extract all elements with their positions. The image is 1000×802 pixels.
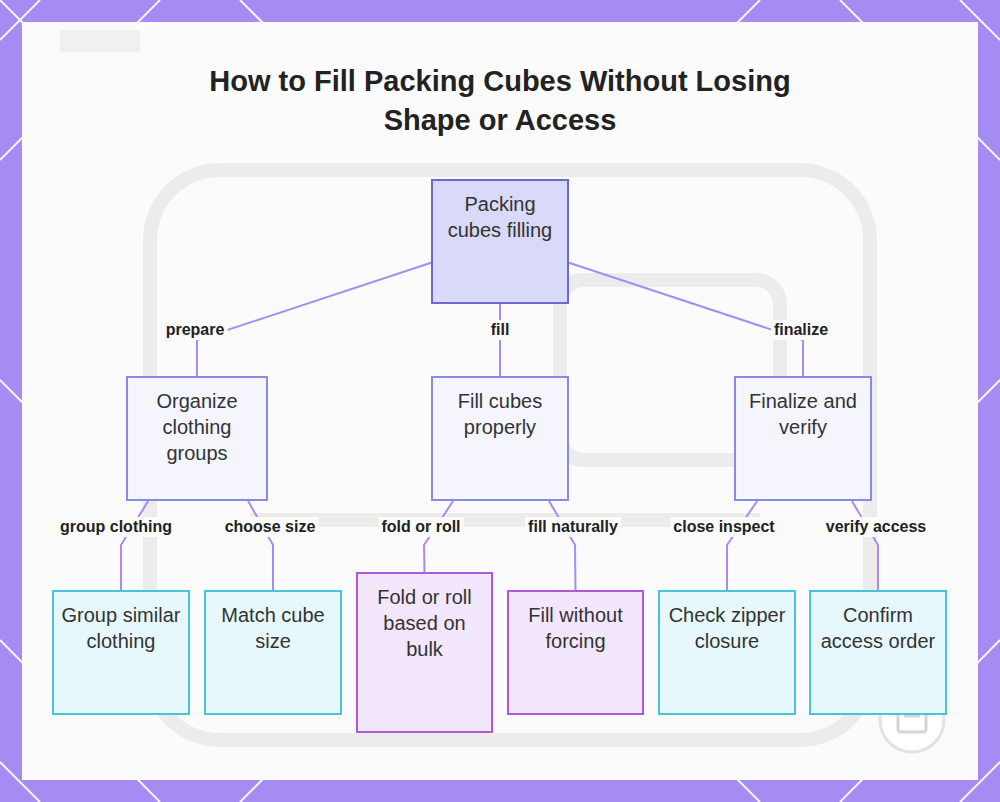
connector-line	[852, 501, 878, 590]
task-box: Fold or roll based on bulk	[356, 572, 493, 733]
connector-line	[727, 501, 757, 590]
root-box: Packing cubes filling	[431, 179, 569, 304]
edge-label: verify access	[823, 517, 930, 537]
edge-label: prepare	[163, 320, 228, 340]
node-text: Packing cubes filling	[439, 191, 561, 243]
process-box: Organize clothing groups	[126, 376, 268, 501]
process-box: Finalize and verify	[734, 376, 872, 501]
node-text: Group similar clothing	[60, 602, 182, 654]
diagram-title: How to Fill Packing Cubes Without Losing…	[200, 62, 800, 140]
node-text: Fold or roll based on bulk	[364, 584, 485, 662]
connector-line	[549, 501, 576, 590]
connector-line	[121, 501, 148, 590]
connector-line	[569, 263, 803, 376]
connector-line	[499, 304, 501, 376]
node-text: Check zipper closure	[666, 602, 788, 654]
task-box: Confirm access order	[809, 590, 947, 715]
node-text: Finalize and verify	[742, 388, 864, 440]
faded-tag	[60, 30, 140, 52]
task-box: Group similar clothing	[52, 590, 190, 715]
node-text: Fill without forcing	[515, 602, 636, 654]
edge-label: group clothing	[57, 517, 175, 537]
node-text: Confirm access order	[817, 602, 939, 654]
task-box: Match cube size	[204, 590, 342, 715]
node-text: Match cube size	[212, 602, 334, 654]
process-box: Fill cubes properly	[431, 376, 569, 501]
edge-label: fill	[488, 320, 513, 340]
edge-label: fold or roll	[378, 517, 463, 537]
white-panel	[22, 22, 978, 780]
edge-label: close inspect	[670, 517, 777, 537]
task-box: Check zipper closure	[658, 590, 796, 715]
connector-line	[248, 501, 273, 590]
edge-label: finalize	[771, 320, 831, 340]
edge-label: fill naturally	[525, 517, 621, 537]
node-text: Fill cubes properly	[439, 388, 561, 440]
connector-line	[197, 263, 431, 376]
task-box: Fill without forcing	[507, 590, 644, 715]
node-text: Organize clothing groups	[134, 388, 260, 466]
edge-label: choose size	[222, 517, 319, 537]
